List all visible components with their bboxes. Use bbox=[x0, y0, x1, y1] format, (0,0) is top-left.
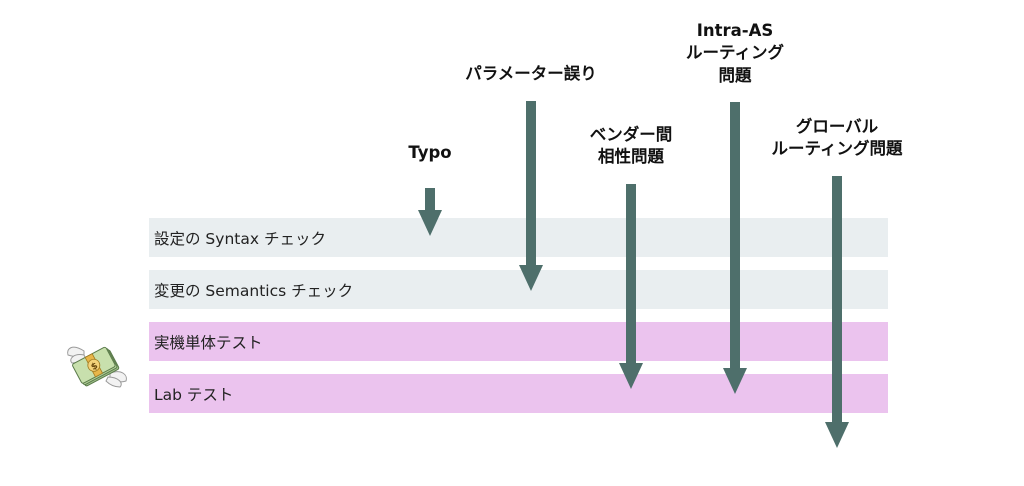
arrow-category-5 bbox=[825, 176, 849, 448]
arrow-category-4 bbox=[723, 102, 747, 394]
arrow-category-1 bbox=[418, 188, 442, 236]
band-label: 実機単体テスト bbox=[154, 333, 263, 352]
category-label: Typo bbox=[408, 142, 451, 164]
category-label-line: パラメーター誤り bbox=[465, 64, 597, 83]
category-label-line: Intra-AS bbox=[696, 21, 774, 40]
money-with-wings-icon: $ bbox=[67, 346, 127, 388]
category-label-line: 問題 bbox=[718, 65, 752, 85]
band-2: 変更の Semantics チェック bbox=[149, 270, 888, 309]
band-1: 設定の Syntax チェック bbox=[149, 218, 888, 257]
arrow-category-3 bbox=[619, 184, 643, 389]
category-label-line: グローバル bbox=[795, 117, 879, 136]
band-label: Lab テスト bbox=[154, 385, 234, 404]
category-label-line: 相性問題 bbox=[598, 147, 664, 167]
category-label-line: ルーティング問題 bbox=[771, 139, 903, 159]
arrow-category-2 bbox=[519, 101, 543, 291]
band-3: 実機単体テスト bbox=[149, 322, 888, 361]
svg-text:$: $ bbox=[90, 361, 100, 373]
band-label: 設定の Syntax チェック bbox=[154, 229, 326, 248]
category-label-line: ベンダー間 bbox=[589, 125, 673, 144]
category-label: パラメーター誤り bbox=[465, 63, 597, 85]
category-label: Intra-AS ルーティング問題 bbox=[686, 20, 784, 87]
band-label: 変更の Semantics チェック bbox=[154, 281, 354, 300]
category-label-line: ルーティング bbox=[685, 43, 785, 63]
category-label: グローバルルーティング問題 bbox=[771, 116, 902, 161]
category-label: ベンダー間相性問題 bbox=[590, 124, 673, 169]
band-4: Lab テスト bbox=[149, 374, 888, 413]
category-label-line: Typo bbox=[408, 143, 452, 162]
